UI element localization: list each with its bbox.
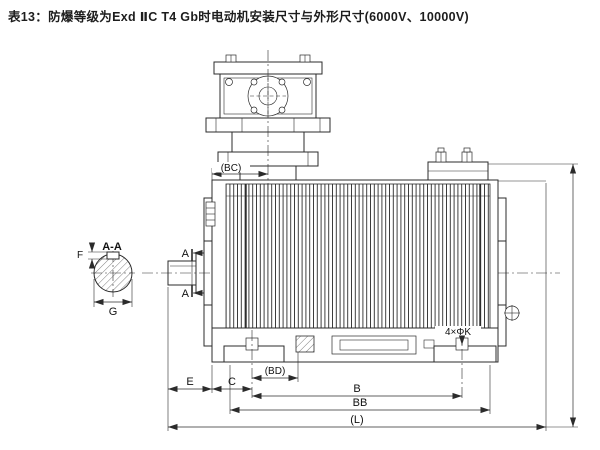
cut-mark-label-top: A xyxy=(182,248,190,260)
dim-label-B: B xyxy=(353,383,360,395)
base-detail xyxy=(295,335,315,353)
cover-bolt xyxy=(278,78,286,86)
dimension-labels: (BC) E C (BD) B BB (L) 4×ΦK xyxy=(186,162,481,426)
dim-label-C: C xyxy=(228,376,236,388)
dim-label-E: E xyxy=(186,376,193,388)
dim-label-F: F xyxy=(77,250,83,261)
dimension-lines xyxy=(167,163,578,431)
section-cut-marks: A A xyxy=(182,248,203,300)
dim-label-BD: (BD) xyxy=(265,366,286,377)
page-title: 表13：防爆等级为Exd ⅡC T4 Gb时电动机安装尺寸与外形尺寸(6000V… xyxy=(8,10,469,24)
nameplate xyxy=(331,335,417,355)
cover-bolt xyxy=(250,78,258,86)
dim-label-BB: BB xyxy=(353,397,368,409)
keyway xyxy=(106,251,120,260)
section-view: G F A-A xyxy=(77,241,135,318)
right-end-shield xyxy=(497,197,520,347)
motor-body xyxy=(211,179,499,363)
cut-mark-label-bottom: A xyxy=(182,288,190,300)
cover-bolt xyxy=(250,106,258,114)
side-bolt xyxy=(225,78,233,86)
dim-label-mounting-holes: 4×ΦK xyxy=(445,327,471,338)
cover-bolt xyxy=(278,106,286,114)
aux-terminal-box xyxy=(427,147,489,181)
cooling-fins xyxy=(225,183,491,329)
side-bolt xyxy=(303,78,311,86)
centerlines xyxy=(142,50,560,399)
dim-label-L: (L) xyxy=(350,414,363,426)
dim-label-G: G xyxy=(109,306,118,318)
section-view-title: A-A xyxy=(102,241,122,253)
dim-label-BC: (BC) xyxy=(221,163,242,174)
